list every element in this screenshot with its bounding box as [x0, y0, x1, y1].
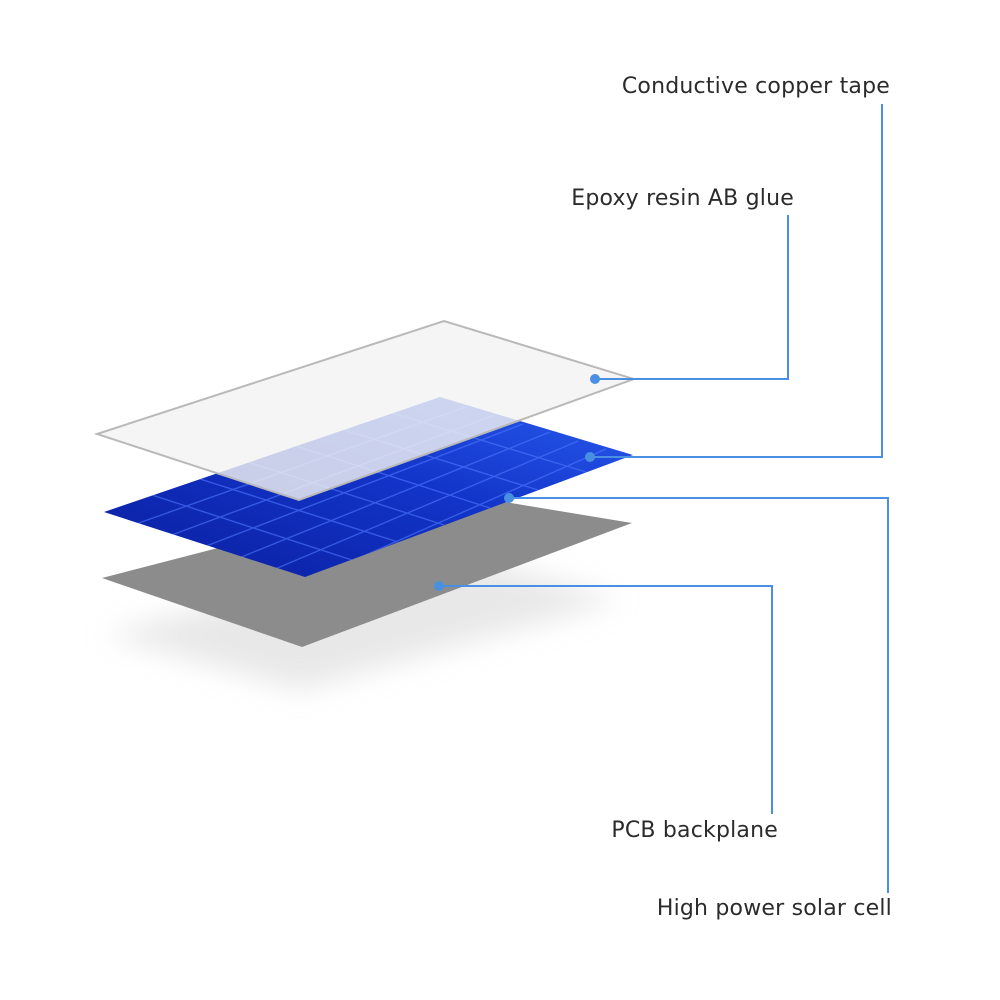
leader-dot-pcb [434, 581, 444, 591]
leader-line-pcb [439, 585, 773, 814]
pcb-backplane-layer [102, 491, 632, 647]
label-pcb-backplane: PCB backplane [611, 818, 778, 843]
leader-line-epoxy [595, 215, 789, 380]
leader-dot-copper [585, 452, 595, 462]
label-epoxy-resin-ab-glue: Epoxy resin AB glue [571, 186, 794, 211]
leader-line-copper [590, 104, 883, 458]
label-conductive-copper-tape: Conductive copper tape [621, 74, 890, 99]
leader-dot-epoxy [590, 374, 600, 384]
leader-line-cell [509, 497, 889, 893]
label-high-power-solar-cell: High power solar cell [656, 896, 892, 921]
leader-dot-cell [504, 493, 514, 503]
